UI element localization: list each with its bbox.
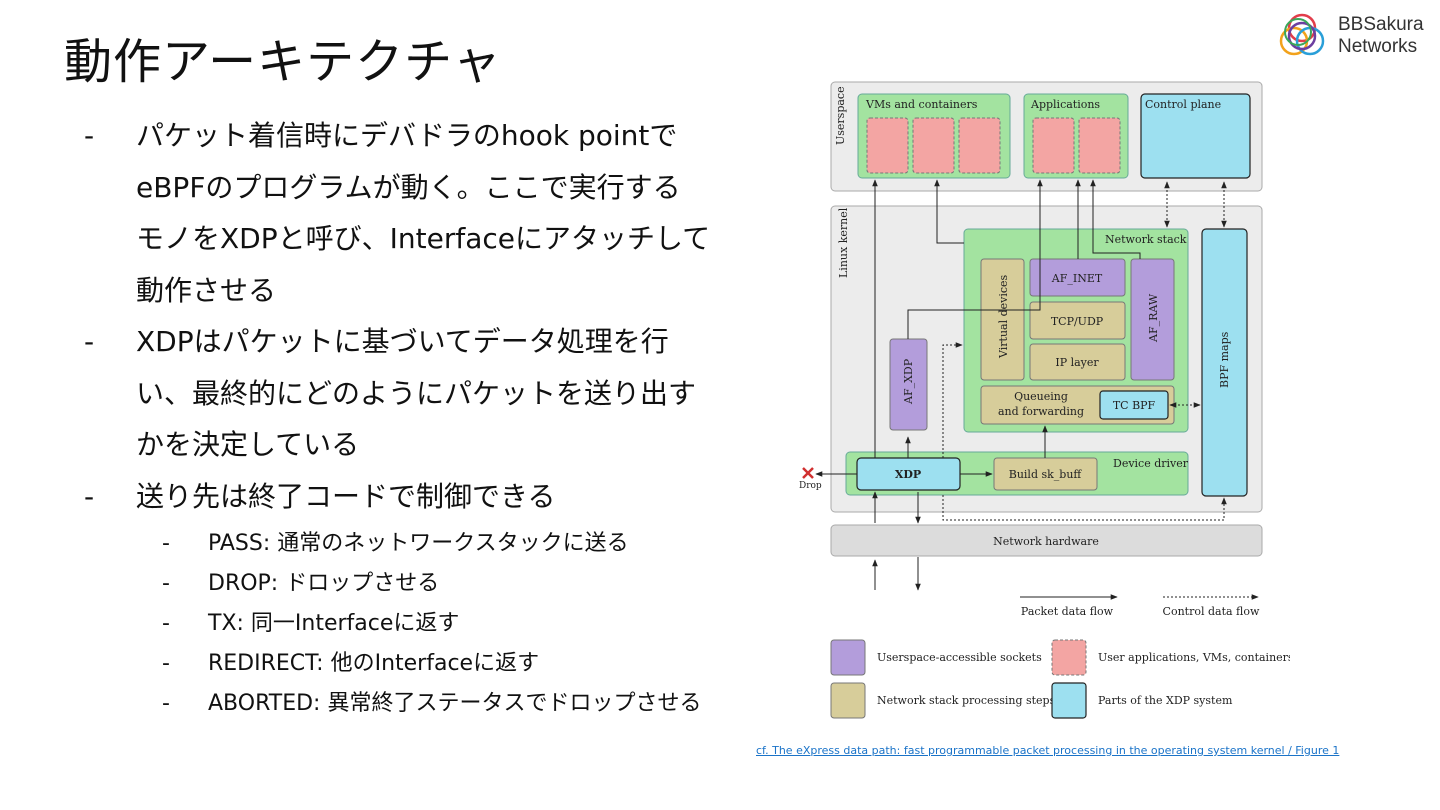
bullet-dash: - [84,479,95,513]
applications-label: Applications [1030,98,1100,111]
logo-line-2: Networks [1338,36,1418,57]
tcp-udp-label: TCP/UDP [1051,315,1104,328]
control-plane-label: Control plane [1145,98,1221,111]
logo-line-1: BBSakura [1338,14,1424,35]
vm-slot [912,117,955,174]
sub-bullet-text: PASS: 通常のネットワークスタックに送る [208,531,629,556]
bullet-line: モノをXDPと呼び、Interfaceにアタッチして [136,222,711,255]
tc-bpf-label: TC BPF [1113,399,1156,412]
sub-bullet-text: ABORTED: 異常終了ステータスでドロップさせる [208,691,702,716]
af-xdp-label: AF_XDP [902,358,915,405]
control-flow-arrows [942,181,1227,521]
bullet-dash: - [84,325,95,358]
legend-sockets-label: Userspace-accessible sockets [877,651,1042,664]
sub-bullet-item: - PASS: 通常のネットワークスタックに送る [84,524,774,564]
virtual-devices-label: Virtual devices [997,274,1010,359]
network-hardware-label: Network hardware [993,535,1099,548]
bpf-maps-label: BPF maps [1218,331,1231,388]
ip-layer-box [1029,343,1126,381]
userspace-label: Userspace [834,86,847,145]
vm-slot [958,117,1001,174]
xdp-label: XDP [895,468,921,481]
sub-bullet-text: REDIRECT: 他のInterfaceに返す [208,651,540,676]
af-raw-box [1130,258,1175,381]
sub-bullet-item: - ABORTED: 異常終了ステータスでドロップさせる [84,684,774,724]
legend-stack-steps-label: Network stack processing steps [877,694,1056,707]
sub-bullet-text: DROP: ドロップさせる [208,571,440,596]
legend-user-apps-label: User applications, VMs, containers [1098,651,1290,664]
bpf-maps-box [1201,228,1248,497]
virtual-devices-box [980,258,1025,381]
bullet-line: eBPFのプログラムが動く。ここで実行する [136,170,681,204]
sub-bullet-item: - REDIRECT: 他のInterfaceに返す [84,644,774,684]
vms-label: VMs and containers [865,98,978,111]
bullet-dash: - [162,611,170,636]
bullet-dash: - [162,691,170,716]
bullet-line: い、最終的にどのようにパケットを送り出す [136,376,697,410]
bullet-line: 送り先は終了コードで制御できる [136,479,556,513]
bullet-dash: - [162,571,170,596]
page-title: 動作アーキテクチャ [64,34,502,90]
drop-x-icon [802,467,814,479]
drop-label: Drop [799,481,822,491]
linux-kernel-label: Linux kernel [837,207,850,278]
af-raw-label: AF_RAW [1147,293,1160,343]
ip-layer-label: IP layer [1055,356,1099,369]
packet-flow-arrows [815,179,1141,591]
citation-link[interactable]: cf. The eXpress data path: fast programm… [756,744,1340,757]
bullet-dash: - [162,651,170,676]
legend-control-flow-label: Control data flow [1163,605,1260,618]
vm-slot [866,117,909,174]
bullet-dash: - [84,119,95,152]
bullet-list: - パケット着信時にデバドラのhook pointで eBPFのプログラムが動く… [84,110,774,724]
tcp-udp-box [1029,301,1126,340]
legend-xdp-parts-swatch [1051,682,1087,719]
bullet-dash: - [162,531,170,556]
network-hardware-box [830,524,1263,557]
legend-user-apps-swatch [1051,639,1087,676]
bullet-item: - パケット着信時にデバドラのhook pointで eBPFのプログラムが動く… [84,110,774,316]
sub-bullet-text: TX: 同一Interfaceに返す [208,611,460,636]
legend-stack-steps-swatch [830,682,866,719]
build-skbuff-label: Build sk_buff [1009,468,1083,481]
sub-bullet-item: - DROP: ドロップさせる [84,564,774,604]
legend-packet-flow-label: Packet data flow [1021,605,1114,618]
sub-bullet-item: - TX: 同一Interfaceに返す [84,604,774,644]
logo-mark-icon [1279,13,1325,56]
legend-sockets-swatch [830,639,866,676]
company-logo: BBSakura Networks [1274,8,1434,64]
device-driver-label: Device driver [1113,457,1189,470]
bullet-line: パケット着信時にデバドラのhook pointで [136,119,678,152]
bullet-line: XDPはパケットに基づいてデータ処理を行 [136,325,669,358]
xdp-architecture-diagram: Userspace VMs and containers Application… [799,81,1290,719]
app-slot [1032,117,1075,174]
af-inet-label: AF_INET [1051,272,1103,285]
bullet-line: 動作させる [136,273,277,307]
queueing-label-2: and forwarding [998,405,1084,418]
queueing-label-1: Queueing [1014,390,1068,403]
tc-bpf-box [1099,390,1169,420]
bullet-item: - 送り先は終了コードで制御できる [84,471,774,523]
legend-xdp-parts-label: Parts of the XDP system [1098,694,1233,707]
bullet-item: - XDPはパケットに基づいてデータ処理を行 い、最終的にどのようにパケットを送… [84,316,774,471]
bullet-line: かを決定している [136,428,360,461]
network-stack-label: Network stack [1105,233,1187,246]
app-slot [1078,117,1121,174]
control-plane-box [1140,93,1251,179]
